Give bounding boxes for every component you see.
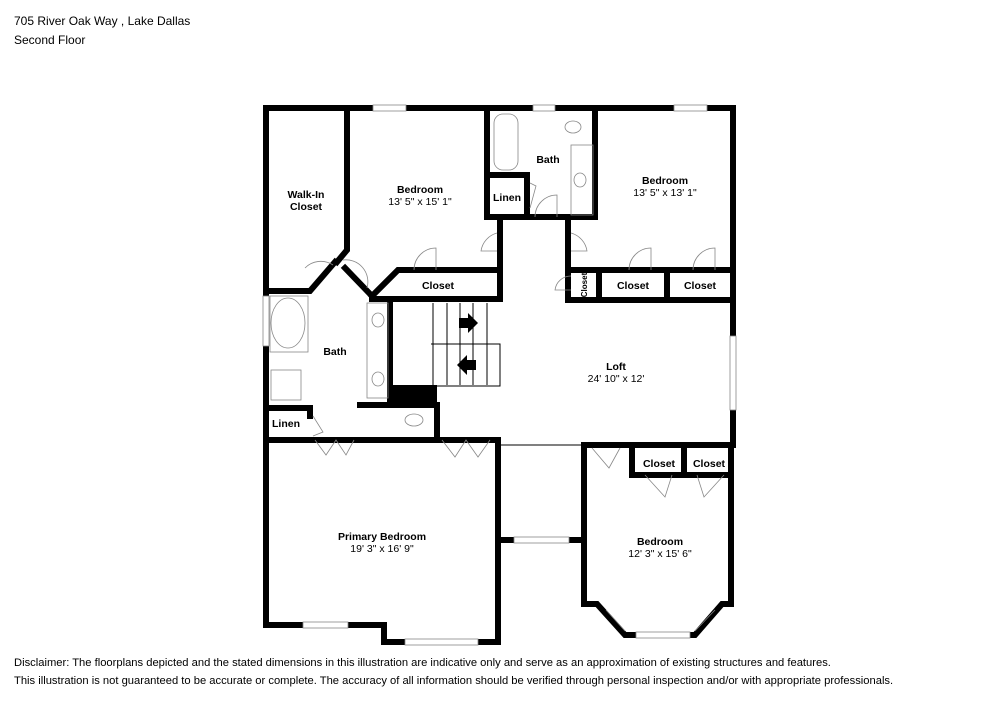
- closet-se2-label: Closet: [693, 458, 726, 470]
- toilet-icon: [564, 120, 582, 134]
- closet-nw-label: Closet: [422, 280, 455, 292]
- primary-bedroom-label: Primary Bedroom: [338, 531, 426, 543]
- bedroom-nw-label: Bedroom: [397, 184, 443, 196]
- linen-top-label: Linen: [493, 192, 521, 204]
- arrow-right-icon: [459, 313, 478, 333]
- shower-icon: [270, 369, 302, 401]
- walkin-label-2: Closet: [290, 201, 323, 213]
- staircase: [431, 303, 501, 387]
- closet-se1-label: Closet: [643, 458, 676, 470]
- toilet-icon: [404, 413, 424, 427]
- floor-title: Second Floor: [14, 33, 86, 47]
- primary-bedroom-dims: 19' 3" x 16' 9": [350, 543, 414, 555]
- fixtures: [269, 113, 594, 427]
- loft-dims: 24' 10" x 12': [588, 373, 645, 385]
- vanity-icon: [570, 144, 594, 216]
- bath-top-label: Bath: [536, 154, 559, 166]
- bathtub-icon: [270, 297, 306, 349]
- walls: [263, 105, 736, 645]
- disclaimer-line-2: This illustration is not guaranteed to b…: [14, 675, 894, 687]
- closet-small-label: Closet: [580, 272, 589, 297]
- closet-ne1-label: Closet: [617, 280, 650, 292]
- address-title: 705 River Oak Way , Lake Dallas: [14, 14, 191, 28]
- bedroom-ne-label: Bedroom: [642, 175, 688, 187]
- linen-primary-label: Linen: [272, 418, 300, 430]
- bedroom-se-dims: 12' 3" x 15' 6": [628, 548, 692, 560]
- bedroom-se-label: Bedroom: [637, 536, 683, 548]
- vanity-icon: [366, 302, 389, 399]
- loft-label: Loft: [606, 361, 626, 373]
- closet-ne2-label: Closet: [684, 280, 717, 292]
- disclaimer-line-1: Disclaimer: The floorplans depicted and …: [14, 657, 831, 669]
- bedroom-nw-dims: 13' 5" x 15' 1": [388, 196, 452, 208]
- windows: [262, 104, 737, 646]
- tub-deck: [269, 295, 309, 353]
- bath-primary-label: Bath: [323, 346, 346, 358]
- sink-icon: [371, 371, 385, 387]
- sink-icon: [573, 172, 587, 188]
- bathtub-icon: [493, 113, 519, 171]
- doors: [304, 182, 725, 498]
- arrow-left-icon: [457, 355, 476, 375]
- walkin-label: Walk-In: [288, 189, 325, 201]
- bedroom-ne-dims: 13' 5" x 13' 1": [633, 187, 697, 199]
- room-labels: Walk-In Closet Bedroom 13' 5" x 15' 1" B…: [272, 154, 726, 560]
- sink-icon: [371, 312, 385, 328]
